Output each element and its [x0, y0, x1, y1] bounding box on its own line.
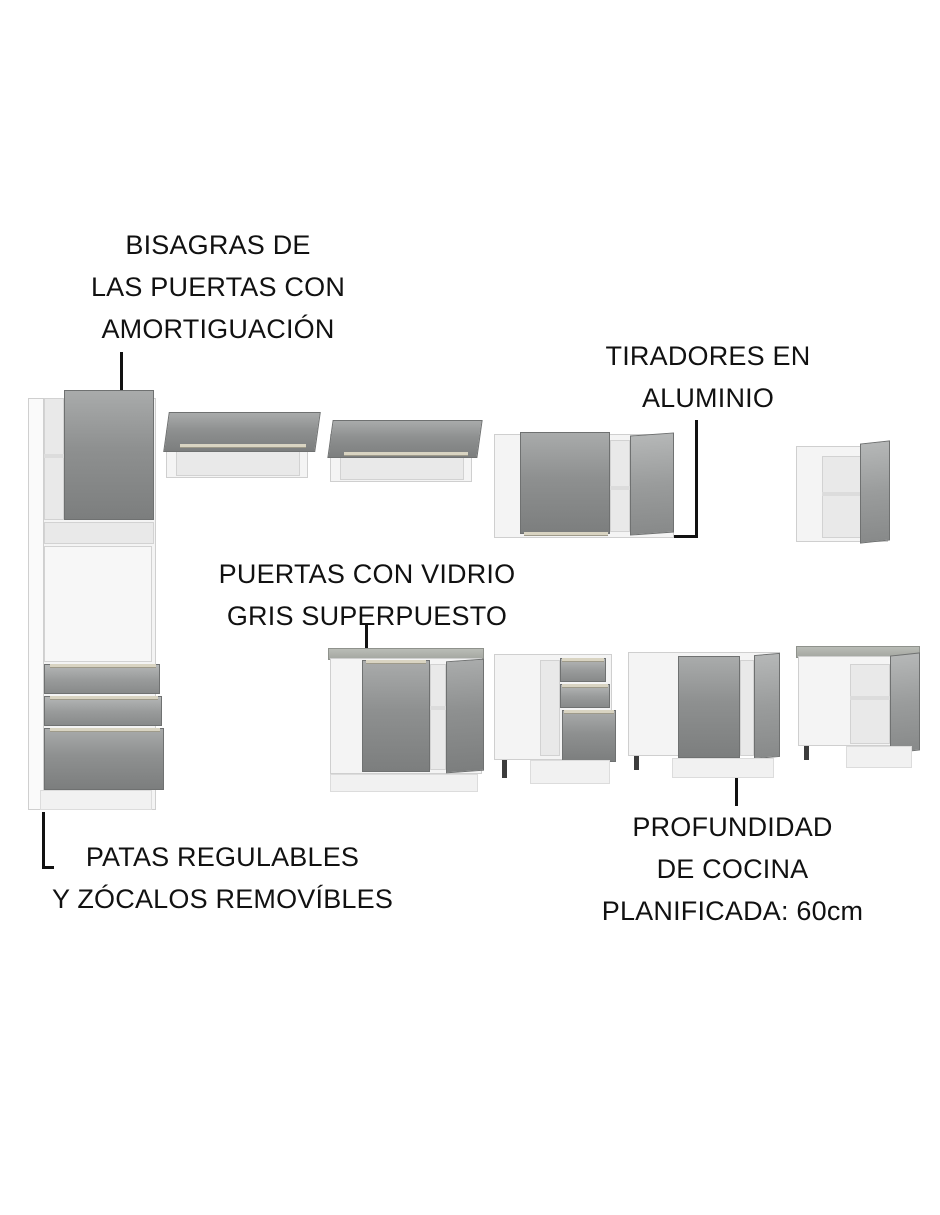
tall-cabinet-upper-door: [64, 390, 154, 520]
callout-legs-line1: PATAS REGULABLES: [85, 842, 360, 872]
callout-handles-line2: ALUMINIO: [641, 383, 775, 413]
base-cabinet-1-right-door: [446, 658, 484, 774]
callout-legs: PATAS REGULABLES Y ZÓCALOS REMOVÍBLES: [50, 836, 395, 920]
base-cabinet-4-door: [890, 652, 920, 754]
drawer-3: [44, 728, 164, 790]
drawer-2: [44, 696, 162, 726]
base-sink-left-door: [678, 656, 740, 758]
wall-cabinet-3-left-door: [520, 432, 610, 534]
wall-cabinet-3-right-door: [630, 432, 674, 536]
drawer-1: [44, 664, 160, 694]
callout-handles-pointer-v: [695, 420, 698, 538]
callout-depth-line1: PROFUNDIDAD: [632, 812, 833, 842]
oven-niche-upper: [44, 522, 154, 544]
base-cabinet-1-left-door: [362, 660, 430, 772]
callout-depth-line3: PLANIFICADA: 60cm: [601, 896, 864, 926]
callout-glass-doors-pointer: [365, 624, 368, 670]
callout-depth-pointer: [735, 776, 738, 806]
callout-handles-pointer-h: [668, 535, 698, 538]
callout-legs-line2: Y ZÓCALOS REMOVÍBLES: [51, 884, 394, 914]
callout-handles: TIRADORES EN ALUMINIO: [598, 335, 818, 419]
base-drawer-2: [560, 684, 610, 708]
base-drawer-1: [560, 658, 606, 682]
callout-legs-pointer-h: [42, 866, 54, 869]
callout-hinges-line2: LAS PUERTAS CON: [90, 272, 346, 302]
callout-hinges-pointer: [120, 352, 123, 404]
oven-niche: [44, 546, 152, 662]
callout-handles-line1: TIRADORES EN: [605, 341, 811, 371]
wall-cabinet-4-door: [860, 440, 890, 544]
callout-depth-line2: DE COCINA: [656, 854, 809, 884]
callout-glass-doors-line1: PUERTAS CON VIDRIO: [218, 559, 516, 589]
base-sink-right-door: [754, 652, 780, 760]
callout-legs-pointer-v: [42, 812, 45, 869]
callout-depth: PROFUNDIDAD DE COCINA PLANIFICADA: 60cm: [590, 806, 875, 932]
callout-hinges: BISAGRAS DE LAS PUERTAS CON AMORTIGUACIÓ…: [88, 224, 348, 350]
base-drawer-3: [562, 710, 616, 762]
callout-hinges-line1: BISAGRAS DE: [125, 230, 311, 260]
callout-hinges-line3: AMORTIGUACIÓN: [101, 314, 335, 344]
